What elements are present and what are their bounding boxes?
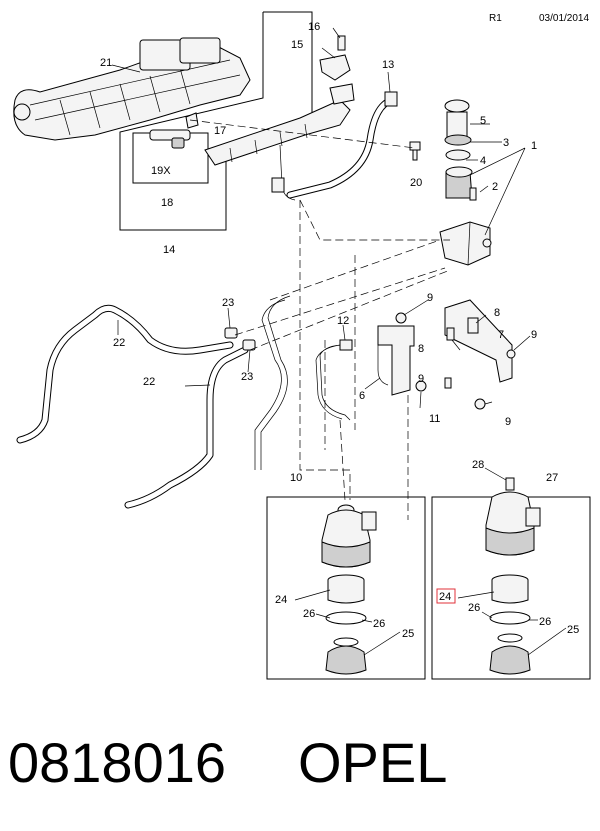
callout-25b: 25 [567, 624, 579, 636]
callout-16: 16 [308, 21, 320, 33]
callout-26d: 26 [539, 616, 551, 628]
filter-assembly-10 [321, 504, 377, 675]
fasteners [395, 312, 516, 410]
dashed-guides [189, 119, 451, 520]
regulator-assembly [444, 99, 477, 201]
callout-21: 21 [100, 57, 112, 69]
bracket-6 [377, 325, 415, 396]
callout-27: 27 [546, 472, 558, 484]
callout-28: 28 [472, 459, 484, 471]
callout-8a: 8 [494, 307, 500, 319]
callout-22b: 22 [143, 376, 155, 388]
callout-24a: 24 [275, 594, 287, 606]
filter-housing-block [439, 221, 492, 266]
callout-5: 5 [480, 115, 486, 127]
callout-25a: 25 [402, 628, 414, 640]
hose-22-lower [124, 346, 249, 509]
brand-name: OPEL [298, 731, 447, 794]
callout-labels: 1 2 3 4 5 6 7 8 8 9 9 9 9 10 11 12 13 14… [100, 21, 579, 640]
part-number: 0818016 [8, 731, 226, 794]
callout-26b: 26 [373, 618, 385, 630]
callout-11: 11 [429, 413, 440, 425]
revision-label: R1 [489, 13, 502, 24]
date-label: 03/01/2014 [539, 13, 589, 24]
injector-19x [149, 129, 191, 149]
callout-9b: 9 [531, 329, 537, 341]
callout-9c: 9 [418, 373, 424, 385]
leader-lines [111, 27, 567, 656]
fuel-rail-manifold [13, 37, 251, 141]
callout-9d: 9 [505, 416, 511, 428]
pipe-12-fitting [339, 339, 353, 351]
callout-18: 18 [161, 197, 173, 209]
callout-22a: 22 [113, 337, 125, 349]
callout-10: 10 [290, 472, 302, 484]
bolt-20 [409, 141, 421, 161]
callout-2: 2 [492, 181, 498, 193]
injector-rail [204, 99, 351, 201]
callout-24b: 24 [439, 591, 451, 603]
callout-23a: 23 [222, 297, 234, 309]
pressure-sensor [319, 35, 355, 105]
callout-26c: 26 [468, 602, 480, 614]
filter-assembly-27 [485, 477, 541, 675]
callout-23b: 23 [241, 371, 253, 383]
callout-19x: 19X [151, 165, 171, 177]
callout-9a: 9 [427, 292, 433, 304]
callout-13: 13 [382, 59, 394, 71]
callout-3: 3 [503, 137, 509, 149]
callout-7: 7 [498, 329, 504, 341]
hose-13-connector [384, 91, 398, 107]
callout-17: 17 [214, 125, 226, 137]
pipe-12 [315, 344, 351, 421]
callout-1: 1 [531, 140, 537, 152]
callout-14: 14 [163, 244, 175, 256]
callout-8b: 8 [418, 343, 424, 355]
callout-26a: 26 [303, 608, 315, 620]
callout-12: 12 [337, 315, 349, 327]
callout-4: 4 [480, 155, 486, 167]
callout-24b-highlight [436, 588, 456, 604]
clamp-23-lower [242, 339, 256, 351]
bracket-7 [444, 299, 513, 383]
group-10-outline [266, 496, 426, 680]
clamp-23-upper [224, 327, 238, 339]
return-pipe [254, 299, 286, 470]
callout-20: 20 [410, 177, 422, 189]
callout-6: 6 [359, 390, 365, 402]
callout-15: 15 [291, 39, 303, 51]
